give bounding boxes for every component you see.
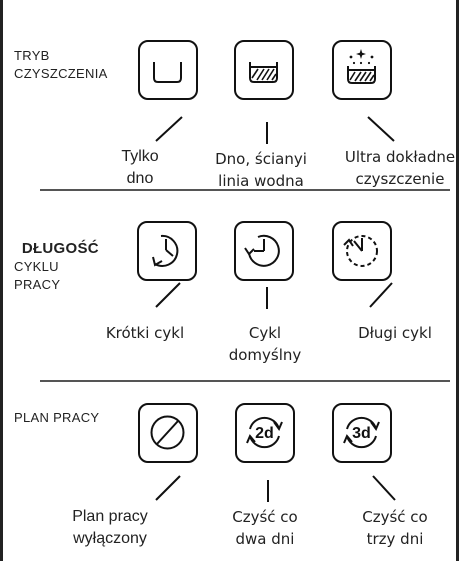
section-label-cleaning-mode: TRYB CZYSZCZENIA [14, 48, 108, 81]
cycle-default-button[interactable] [234, 221, 294, 281]
leader-line [150, 282, 190, 318]
default-cycle-clock-icon [244, 234, 280, 267]
section-label-work-schedule: PLAN PRACY [14, 410, 100, 425]
leader-line [150, 475, 190, 511]
leader-line [367, 475, 407, 511]
caption-ultra-thorough: Ultra dokładne czyszczenie [344, 148, 456, 188]
schedule-every-3-days-button[interactable]: 3d [332, 403, 392, 463]
every-2-days-icon: 2d [246, 416, 283, 449]
section-divider [40, 380, 450, 382]
mode-ultra-thorough-button[interactable] [332, 40, 392, 100]
short-cycle-clock-icon [152, 234, 179, 267]
caption-short-cycle: Krótki cykl [105, 324, 185, 342]
bowl-walls-icon [249, 62, 278, 83]
schedule-off-button[interactable] [138, 403, 198, 463]
caption-every-2-days: Czyść co dwa dni [232, 508, 298, 548]
left-frame-line [0, 0, 3, 561]
caption-walls-waterline: Dno, ścianyi linia wodna [215, 150, 307, 190]
mode-bottom-only-button[interactable] [138, 40, 198, 100]
leader-line [362, 116, 402, 152]
leader-line [263, 480, 273, 515]
schedule-every-2-days-button[interactable]: 2d [235, 403, 295, 463]
section-label-cycle-length: DŁUGOŚĆ CYKLU PRACY [14, 222, 99, 294]
mode-walls-waterline-button[interactable] [234, 40, 294, 100]
right-frame-line [456, 0, 459, 561]
section-label-rest: CYKLU PRACY [14, 259, 61, 292]
bowl-bottom-icon [153, 62, 182, 83]
badge-2d: 2d [255, 425, 274, 442]
section-label-bold: DŁUGOŚĆ [21, 240, 99, 257]
cycle-short-button[interactable] [137, 221, 197, 281]
leader-line [262, 122, 272, 157]
every-3-days-icon: 3d [343, 416, 380, 449]
caption-schedule-off: Plan pracy wyłączony [72, 508, 148, 547]
leader-line [262, 287, 272, 322]
caption-default-cycle: Cykl domyślny [228, 324, 302, 364]
long-cycle-clock-icon [343, 235, 378, 267]
caption-long-cycle: Długi cykl [358, 324, 432, 342]
caption-bottom-only: Tylko dno [121, 148, 159, 187]
bowl-sparkle-icon [347, 49, 376, 84]
section-divider [40, 189, 450, 191]
leader-line [362, 282, 402, 318]
badge-3d: 3d [352, 425, 371, 442]
schedule-off-icon [150, 415, 185, 450]
caption-every-3-days: Czyść co trzy dni [362, 508, 428, 548]
cycle-long-button[interactable] [332, 221, 392, 281]
leader-line [150, 116, 190, 152]
